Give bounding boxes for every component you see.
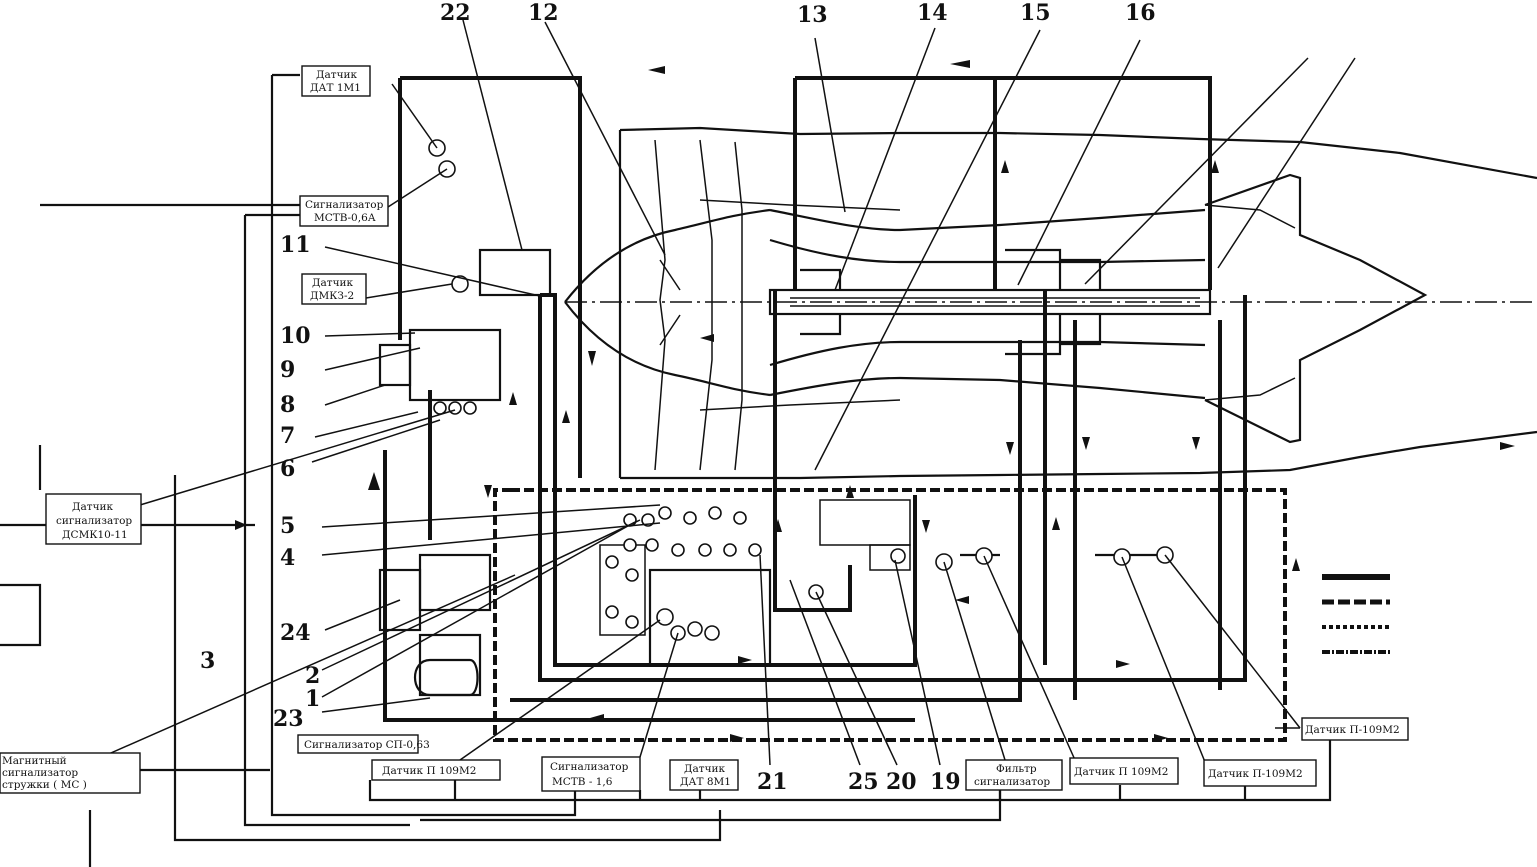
number-labels: 22 12 13 14 15 16 11 10 9 8 7 6 5 4 24 3… [200,0,1156,795]
svg-text:Магнитный: Магнитный [2,755,67,767]
box-filter: Фильтр сигнализатор [965,759,1063,791]
svg-text:стружки ( МС ): стружки ( МС ) [2,779,87,791]
engine-outline [564,126,1537,480]
svg-text:Сигнализатор: Сигнализатор [550,761,629,773]
label-24: 24 [280,620,311,646]
svg-text:Датчик: Датчик [72,501,114,513]
svg-text:Сигнализатор: Сигнализатор [305,199,384,211]
label-10: 10 [280,323,311,349]
svg-text:ДАТ 8М1: ДАТ 8М1 [680,776,731,788]
box-ms: Магнитный сигнализатор стружки ( МС ) [0,752,141,794]
svg-text:ДСМК10-11: ДСМК10-11 [62,529,128,541]
label-12: 12 [528,0,559,26]
flow-arrows [235,60,1515,742]
box-p109m2-right: Датчик П-109М2 [1203,759,1317,787]
label-23: 23 [273,706,304,732]
svg-text:Датчик П-109М2: Датчик П-109М2 [1208,768,1303,780]
box-p109m2-far: Датчик П-109М2 [1301,717,1409,741]
svg-text:сигнализатор: сигнализатор [56,515,132,527]
label-15: 15 [1020,0,1051,26]
svg-text:Сигнализатор СП-0,63: Сигнализатор СП-0,63 [304,739,430,751]
box-mstv-16: Сигнализатор МСТВ - 1,6 [541,756,641,792]
label-14: 14 [917,0,948,26]
label-19: 19 [930,769,961,795]
leader-lines [94,19,1356,766]
svg-text:Датчик: Датчик [312,277,354,289]
label-5: 5 [280,513,295,539]
svg-text:Датчик П 109М2: Датчик П 109М2 [1074,766,1168,778]
box-p109m2-left: Датчик П 109М2 [371,759,501,781]
label-20: 20 [886,769,917,795]
label-7: 7 [280,423,295,449]
box-mstv-06a: Сигнализатор МСТВ-0,6А [299,195,389,227]
label-4: 4 [280,545,295,571]
svg-text:сигнализатор: сигнализатор [2,767,78,779]
svg-text:МСТВ-0,6А: МСТВ-0,6А [314,212,376,224]
svg-text:ДАТ 1М1: ДАТ 1М1 [310,82,361,94]
label-1: 1 [305,686,320,712]
label-11: 11 [280,232,311,258]
label-2: 2 [305,663,320,689]
svg-text:Датчик: Датчик [684,763,726,775]
svg-text:Датчик П 109М2: Датчик П 109М2 [382,765,476,777]
box-sp-063: Сигнализатор СП-0,63 [297,734,430,754]
label-9: 9 [280,357,295,383]
label-3: 3 [200,648,215,674]
box-dmk3-2: Датчик ДМКЗ-2 [301,273,367,305]
box-dat1m1: Датчик ДАТ 1М1 [301,65,371,97]
label-16: 16 [1125,0,1156,26]
svg-text:МСТВ - 1,6: МСТВ - 1,6 [552,776,613,788]
oil-piping [0,73,1390,867]
label-13: 13 [797,2,828,28]
svg-text:сигнализатор: сигнализатор [974,776,1050,788]
svg-text:Фильтр: Фильтр [996,763,1037,775]
svg-text:Датчик П-109М2: Датчик П-109М2 [1305,724,1400,736]
box-dsmk10-11: Датчик сигнализатор ДСМК10-11 [45,493,142,545]
box-p109m2-mid: Датчик П 109М2 [1069,757,1179,785]
box-dat8m1: Датчик ДАТ 8М1 [669,759,739,791]
label-8: 8 [280,392,295,418]
label-25: 25 [848,769,879,795]
label-21: 21 [757,769,788,795]
svg-text:ДМКЗ-2: ДМКЗ-2 [310,290,354,302]
svg-text:Датчик: Датчик [316,69,358,81]
label-6: 6 [280,456,295,482]
label-22: 22 [440,0,471,26]
